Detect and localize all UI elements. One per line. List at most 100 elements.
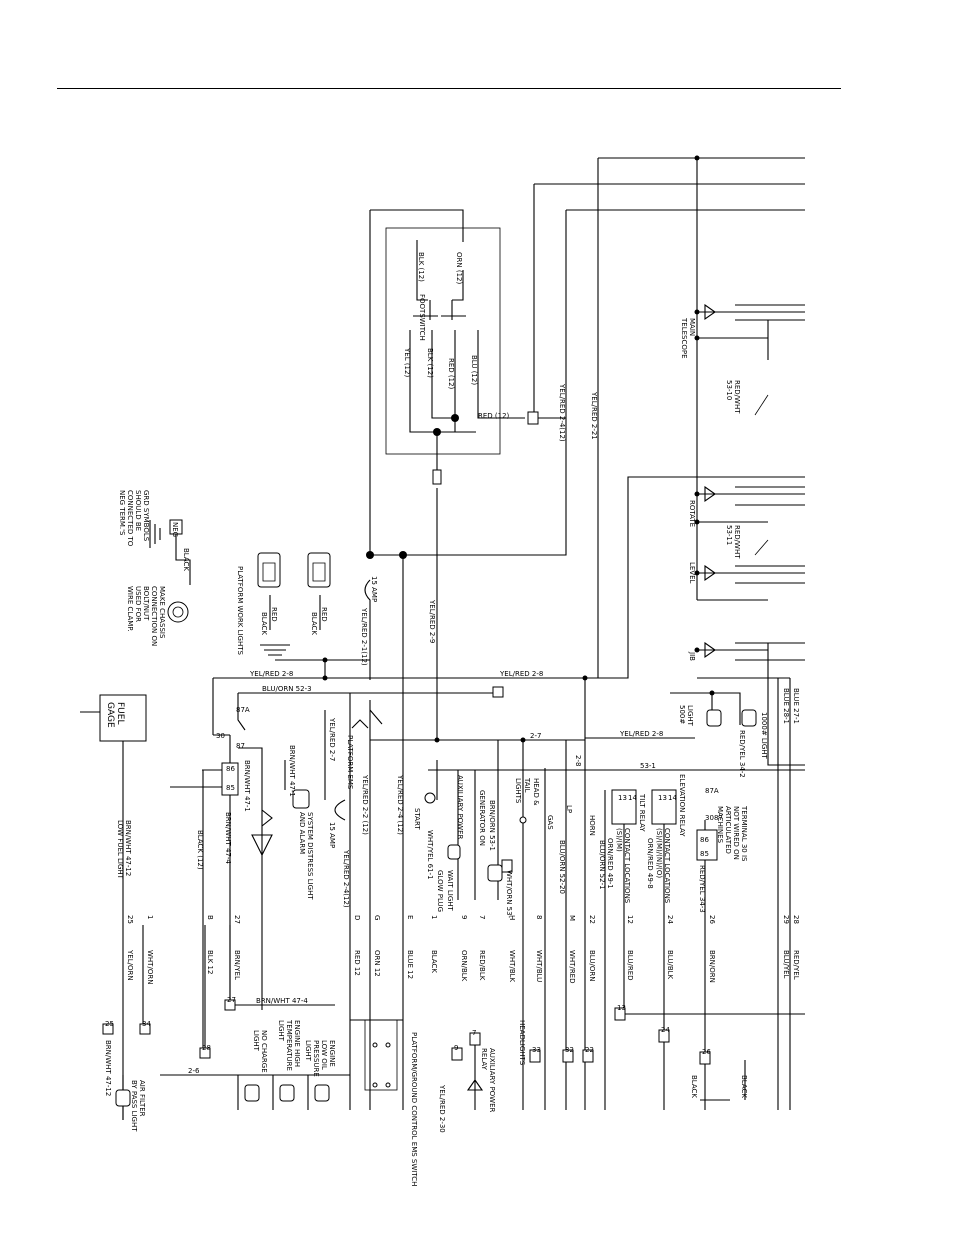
svg-text:26: 26 bbox=[702, 1048, 711, 1056]
engine-low-oil-label: LIGHT bbox=[304, 1040, 312, 1062]
svg-text:14: 14 bbox=[628, 794, 637, 802]
svg-text:500#: 500# bbox=[678, 705, 686, 724]
svg-text:87A: 87A bbox=[705, 787, 719, 795]
aux-relay-label: RELAY bbox=[480, 1048, 488, 1071]
bottom-section: 25 34 28 27 BRN/WHT 47-4 2-6 BRN/WHT 47-… bbox=[102, 925, 805, 1186]
svg-text:B: B bbox=[206, 915, 214, 920]
wire-label: BLACK bbox=[310, 612, 318, 635]
wire-label: YEL/RED 2-8 bbox=[619, 730, 663, 738]
svg-text:WIRE CLAMP.: WIRE CLAMP. bbox=[126, 586, 134, 632]
svg-text:25: 25 bbox=[105, 1020, 114, 1028]
svg-text:32: 32 bbox=[565, 1046, 574, 1054]
svg-text:86: 86 bbox=[226, 765, 235, 773]
head-tail-label: TAIL bbox=[523, 777, 531, 793]
svg-text:M: M bbox=[568, 915, 576, 921]
svg-text:30: 30 bbox=[216, 732, 225, 740]
svg-text:SHOULD BE: SHOULD BE bbox=[134, 490, 142, 531]
svg-text:87A: 87A bbox=[236, 706, 250, 714]
engine-high-temp-label: ENGINE HIGH bbox=[293, 1020, 301, 1067]
wire-label: RED/YEL 34-2 bbox=[738, 730, 746, 778]
tilt-elevation-relays: 13 14 TILT RELAY CONTACT LOCATIONS (S)/(… bbox=[606, 774, 748, 1110]
svg-text:RED 12: RED 12 bbox=[353, 950, 361, 976]
svg-text:24: 24 bbox=[661, 1026, 670, 1034]
svg-text:MAKE CHASSIS: MAKE CHASSIS bbox=[158, 586, 166, 639]
ground-notes: NEG BLACK GRD SYMBOLS SHOULD BE CONNECTE… bbox=[118, 490, 191, 646]
wire-label: RED/WHT bbox=[733, 525, 741, 559]
connector-row: 25 YEL/ORN 1 WHT/ORN B BLK 12 27 BRN/YEL… bbox=[126, 915, 800, 984]
svg-text:BLU/RED: BLU/RED bbox=[626, 950, 634, 981]
svg-text:TERMINAL 30 IS: TERMINAL 30 IS bbox=[740, 805, 748, 862]
svg-text:BOLT/NUT: BOLT/NUT bbox=[142, 586, 150, 621]
svg-text:28: 28 bbox=[202, 1044, 211, 1052]
svg-text:E: E bbox=[406, 915, 414, 919]
svg-text:CONTACT LOCATIONS: CONTACT LOCATIONS bbox=[623, 828, 631, 904]
start-label: START bbox=[413, 808, 421, 830]
wire-label: BLU/ORN 52-1 bbox=[598, 840, 606, 890]
system-distress-label: SYSTEM DISTRESS LIGHT bbox=[306, 812, 314, 900]
svg-text:ORN 12: ORN 12 bbox=[373, 950, 381, 977]
svg-text:USED FOR: USED FOR bbox=[134, 586, 142, 622]
generator-on-label: GENERATOR ON bbox=[478, 790, 486, 846]
wire-label: BLU/ORN 52-3 bbox=[262, 685, 312, 693]
svg-text:LIGHT: LIGHT bbox=[686, 705, 694, 727]
platform-work-lights: PLATFORM WORK LIGHTS RED BLACK RED BLACK bbox=[236, 552, 370, 680]
engine-low-oil-label: PRESSURE bbox=[312, 1040, 320, 1077]
horn-label: HORN bbox=[588, 815, 596, 836]
wire-label: RED (12) bbox=[478, 412, 510, 420]
svg-text:85: 85 bbox=[700, 850, 709, 858]
wire-label: BLK (12) bbox=[426, 348, 434, 378]
svg-text:27: 27 bbox=[227, 996, 236, 1004]
wire-label: 2-7 bbox=[530, 732, 541, 740]
no-charge-label: LIGHT bbox=[252, 1030, 260, 1052]
fuel-gage-label: FUEL bbox=[115, 702, 125, 724]
svg-text:CONNECTION ON: CONNECTION ON bbox=[150, 586, 158, 646]
wire-label: YEL/RED 2-4 (12) bbox=[396, 774, 404, 835]
wire-label: 2-6 bbox=[188, 1067, 200, 1075]
lights-horn: HEAD & TAIL LIGHTS GAS LP HORN BLU/ORN 5… bbox=[470, 678, 805, 1110]
svg-text:86: 86 bbox=[700, 836, 709, 844]
svg-text:33: 33 bbox=[532, 1046, 541, 1054]
jib-label: JIB bbox=[688, 651, 696, 661]
wire-label: BLK (12) bbox=[417, 252, 425, 282]
wire-label: YEL/RED 2-9 bbox=[428, 599, 436, 643]
wire-label: ORN/RED 49-1 bbox=[606, 838, 614, 889]
svg-text:7: 7 bbox=[472, 1029, 476, 1037]
main-bus: 15 AMP YEL/RED 2-1(12) YEL/RED 2-9 bbox=[360, 420, 567, 1110]
svg-text:BLK 12: BLK 12 bbox=[206, 950, 214, 974]
svg-text:34: 34 bbox=[142, 1020, 151, 1028]
level-label: LEVEL bbox=[688, 562, 696, 584]
wire-label: 53-1 bbox=[640, 762, 656, 770]
aux-relay-label: AUXILIARY POWER bbox=[488, 1048, 496, 1113]
svg-text:BLUE 12: BLUE 12 bbox=[406, 950, 414, 979]
svg-text:13: 13 bbox=[618, 794, 627, 802]
wire-label: YEL/RED 2-8 bbox=[249, 670, 293, 678]
rotate-label: ROTATE bbox=[688, 500, 696, 527]
head-tail-label: HEAD & bbox=[532, 778, 540, 806]
system-distress-label: AND ALARM bbox=[298, 812, 306, 854]
wire-label: WHT/YEL 61-1 bbox=[426, 830, 434, 880]
svg-text:D: D bbox=[353, 915, 361, 920]
svg-text:WHT/ORN: WHT/ORN bbox=[146, 950, 154, 984]
grd-note: GRD SYMBOLS SHOULD BE CONNECTED TO NEG T… bbox=[118, 490, 150, 547]
neg-terminal-label: NEG bbox=[171, 522, 179, 537]
engine-low-oil-label: LOW OIL bbox=[320, 1040, 328, 1070]
svg-text:85: 85 bbox=[226, 784, 235, 792]
wire-label: BRN/WHT 47-1 bbox=[288, 745, 296, 797]
svg-text:H: H bbox=[508, 915, 516, 920]
center-components: YEL/RED 2-7 PLATFORM EMS 2-7 15 AMP YEL/… bbox=[324, 693, 585, 1110]
svg-text:1: 1 bbox=[430, 915, 438, 919]
svg-text:7: 7 bbox=[478, 915, 486, 919]
wire-label: ORN/RED 49-8 bbox=[646, 838, 654, 889]
svg-text:BLU/BLK: BLU/BLK bbox=[666, 950, 674, 980]
svg-text:YEL/ORN: YEL/ORN bbox=[126, 949, 134, 981]
platform-ems-label: PLATFORM EMS bbox=[346, 735, 354, 790]
svg-text:RED/BLK: RED/BLK bbox=[478, 950, 486, 981]
wire-label: BRN/WHT 47-4 bbox=[256, 997, 308, 1005]
svg-text:NOT WIRED ON: NOT WIRED ON bbox=[732, 806, 740, 860]
ground-wire-label: BLACK bbox=[182, 548, 190, 571]
svg-text:87: 87 bbox=[236, 742, 245, 750]
wire-label: YEL/RED 2-1(12) bbox=[360, 607, 368, 666]
header-rule bbox=[57, 88, 841, 89]
platform-work-lights-label: PLATFORM WORK LIGHTS bbox=[236, 566, 244, 656]
ems-switch-label: PLATFORM/GROUND CONTROL EMS SWITCH bbox=[410, 1032, 418, 1186]
